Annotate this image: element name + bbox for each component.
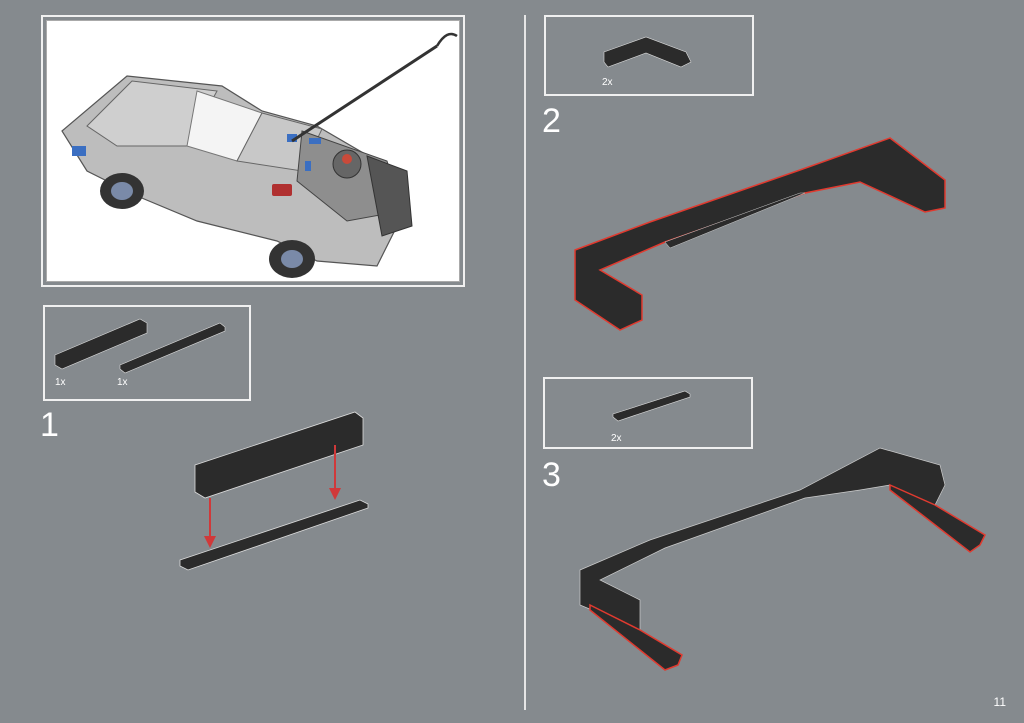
step-1-parts-illustration <box>54 318 226 374</box>
step-3-assembly <box>579 447 986 671</box>
step-1-part-2-qty: 1x <box>117 377 128 388</box>
step-3-number: 3 <box>542 456 561 494</box>
step-2-parts-illustration <box>603 36 692 68</box>
step-3-parts-callout: 2x <box>543 377 753 449</box>
step-2-parts-callout: 2x <box>544 15 754 96</box>
step-1-parts-callout: 1x 1x <box>43 305 251 401</box>
step-1-assembly <box>179 411 369 571</box>
step-2-assembly <box>574 137 946 331</box>
step-3-parts-illustration <box>612 390 691 422</box>
car-illustration <box>61 32 458 278</box>
page-number: 11 <box>993 695 1006 709</box>
step-1-number: 1 <box>40 406 59 444</box>
step-1-part-1-qty: 1x <box>55 377 66 388</box>
step-3-part-1-qty: 2x <box>611 433 622 444</box>
model-overview-frame <box>41 15 465 287</box>
step-2-part-1-qty: 2x <box>602 77 613 88</box>
step-2-number: 2 <box>542 102 561 140</box>
page-divider <box>524 15 526 710</box>
